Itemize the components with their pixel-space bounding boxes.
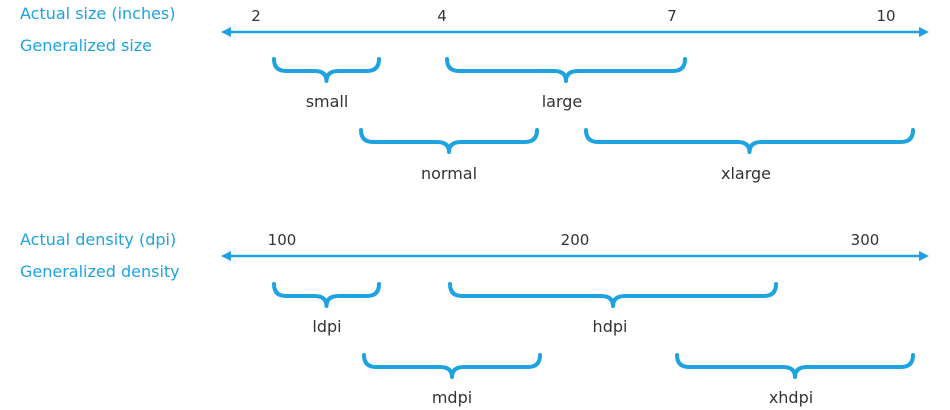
brace-mdpi xyxy=(362,353,542,379)
brace-hdpi xyxy=(448,282,778,308)
bucket-label-large: large xyxy=(542,92,583,111)
brace-large xyxy=(445,57,687,83)
size-tick-10: 10 xyxy=(876,7,895,25)
density-tick-200: 200 xyxy=(561,231,590,249)
density-tick-100: 100 xyxy=(268,231,297,249)
bucket-label-xhdpi: xhdpi xyxy=(769,388,813,407)
actual-density-label: Actual density (dpi) xyxy=(20,230,177,249)
brace-small xyxy=(272,57,381,83)
actual-size-label: Actual size (inches) xyxy=(20,4,176,23)
bucket-label-small: small xyxy=(306,92,349,111)
brace-normal xyxy=(359,128,539,154)
size-tick-2: 2 xyxy=(251,7,261,25)
bucket-label-ldpi: ldpi xyxy=(312,317,341,336)
brace-ldpi xyxy=(272,282,381,308)
bucket-label-xlarge: xlarge xyxy=(721,164,771,183)
density-tick-300: 300 xyxy=(851,231,880,249)
bucket-label-normal: normal xyxy=(421,164,477,183)
brace-xlarge xyxy=(584,128,915,154)
brace-xhdpi xyxy=(675,353,915,379)
generalized-size-label: Generalized size xyxy=(20,36,153,55)
generalized-density-label: Generalized density xyxy=(20,262,180,281)
bucket-label-hdpi: hdpi xyxy=(593,317,628,336)
bucket-label-mdpi: mdpi xyxy=(432,388,472,407)
size-tick-4: 4 xyxy=(437,7,447,25)
size-tick-7: 7 xyxy=(667,7,677,25)
